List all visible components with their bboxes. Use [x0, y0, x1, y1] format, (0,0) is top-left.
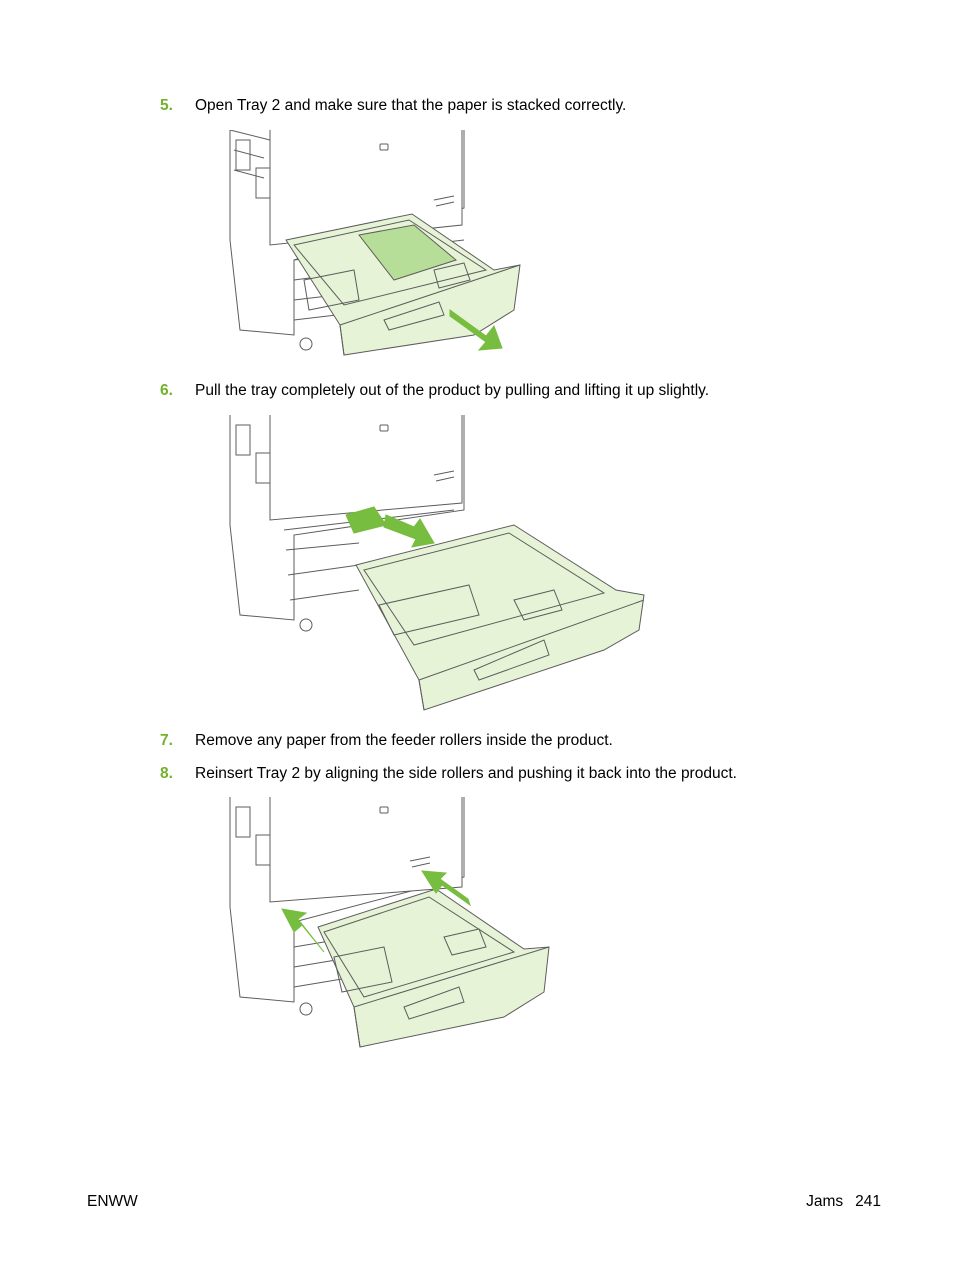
arrow-push-icon: [421, 870, 471, 907]
arrow-lift-icon: [383, 514, 435, 548]
arrow-pull-icon: [449, 309, 503, 351]
step-text: Open Tray 2 and make sure that the paper…: [195, 97, 627, 114]
figure-remove-tray: [224, 415, 649, 715]
step-number: 8.: [160, 765, 173, 782]
step-text: Pull the tray completely out of the prod…: [195, 382, 710, 399]
figure-reinsert-tray: [224, 797, 554, 1052]
page-number: 241: [855, 1193, 881, 1210]
vent-icon: [235, 139, 251, 171]
caster-wheel-icon: [299, 1002, 313, 1016]
caster-wheel-icon: [299, 618, 313, 632]
footer-section: Jams: [806, 1193, 844, 1210]
footer-right: Jams 241: [806, 1193, 881, 1211]
step-number: 6.: [160, 382, 173, 399]
step-text: Reinsert Tray 2 by aligning the side rol…: [195, 765, 737, 782]
figure-open-tray: [224, 130, 524, 360]
step-number: 7.: [160, 732, 173, 749]
paper-stack: [358, 224, 458, 281]
caster-wheel-icon: [299, 337, 313, 351]
step-text: Remove any paper from the feeder rollers…: [195, 732, 613, 749]
footer-left: ENWW: [87, 1193, 138, 1210]
arrow-push-icon: [281, 908, 325, 953]
step-number: 5.: [160, 97, 173, 114]
